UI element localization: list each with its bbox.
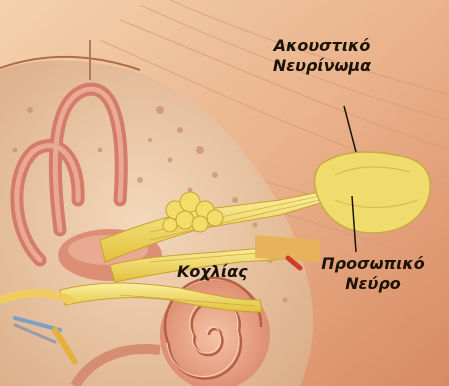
label-facial-nerve-line2: Νεύρο xyxy=(314,274,432,294)
label-cochlea: Κοχλίας xyxy=(177,262,248,282)
label-facial-nerve-line1: Προσωπικό xyxy=(314,254,432,274)
label-acoustic-neuroma-line1: Ακουστικό xyxy=(262,36,382,56)
label-acoustic-neuroma: Ακουστικό Νευρίνωμα xyxy=(262,36,382,76)
label-facial-nerve: Προσωπικό Νεύρο xyxy=(314,254,432,294)
label-acoustic-neuroma-line2: Νευρίνωμα xyxy=(262,56,382,76)
